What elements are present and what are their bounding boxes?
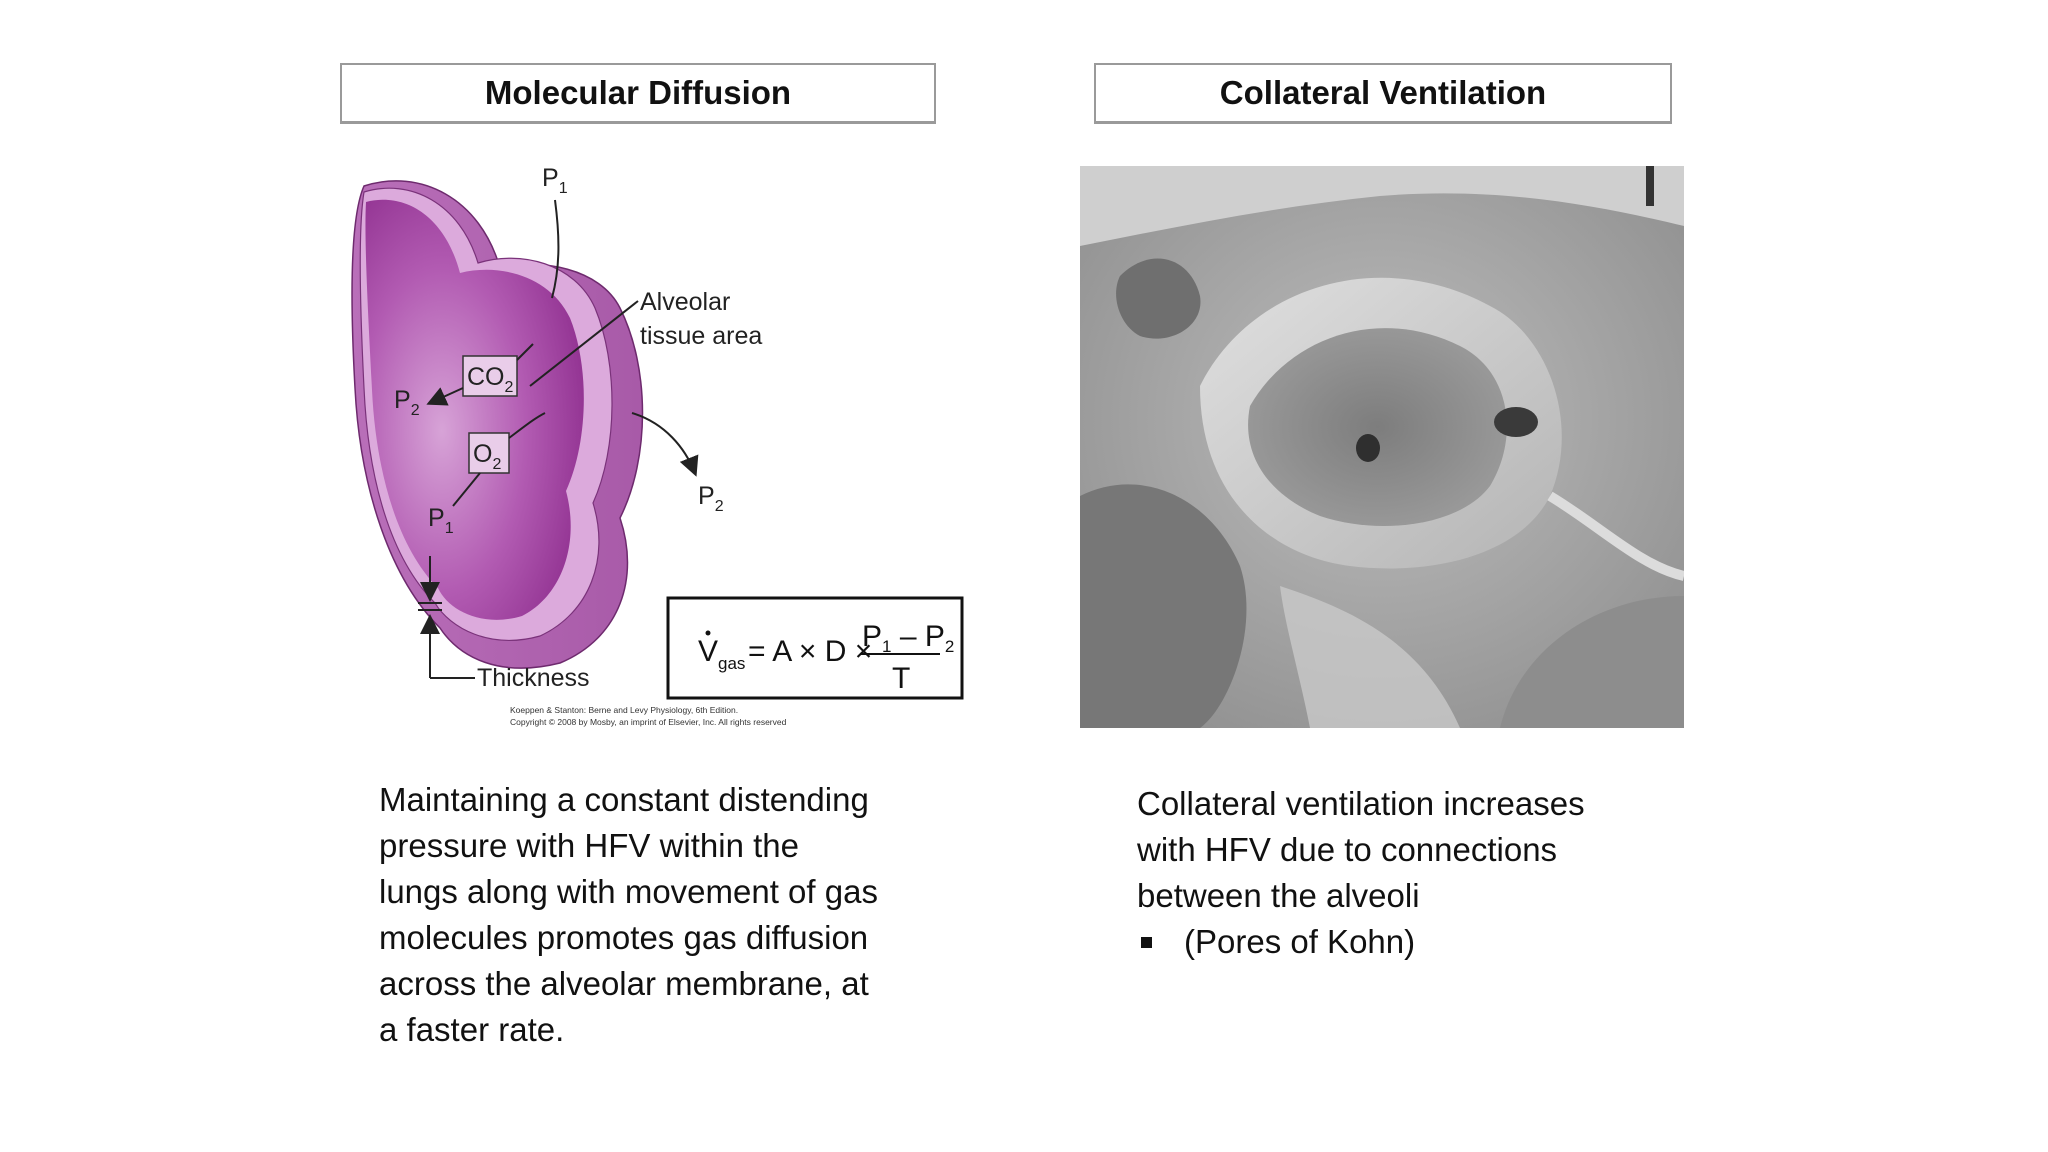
micrograph-strand bbox=[1280, 586, 1460, 728]
thickness-label: Thickness bbox=[477, 664, 590, 692]
micrograph-lower-right-alveolus bbox=[1500, 596, 1684, 728]
left-text-line: lungs along with movement of gas bbox=[379, 873, 878, 910]
formula-box bbox=[666, 596, 964, 700]
right-text-line: Collateral ventilation increases bbox=[1137, 785, 1585, 822]
co2-box bbox=[462, 355, 518, 397]
o2-leader bbox=[508, 412, 546, 439]
o2-box bbox=[468, 432, 510, 474]
alveolar-diffusion-diagram: P1 Alveolar tissue area CO2 P2 O2 P1 P2 … bbox=[350, 158, 970, 738]
micrograph-fiber bbox=[1547, 491, 1684, 581]
p2-right-arrow bbox=[631, 412, 699, 477]
tissue-area-leader bbox=[529, 300, 639, 387]
collateral-ventilation-title-text: Collateral Ventilation bbox=[1219, 74, 1547, 111]
credit-line-1: Koeppen & Stanton: Berne and Levy Physio… bbox=[510, 705, 738, 715]
tissue-area-label-line2: tissue area bbox=[640, 322, 762, 350]
formula-v: Vgas bbox=[698, 635, 745, 673]
molecular-diffusion-title-text: Molecular Diffusion bbox=[484, 74, 792, 111]
co2-leader bbox=[516, 343, 534, 361]
collateral-ventilation-description: Collateral ventilation increases with HF… bbox=[1137, 781, 1677, 965]
pores-of-kohn-bullet: (Pores of Kohn) bbox=[1137, 919, 1677, 965]
co2-label: CO2 bbox=[467, 363, 514, 396]
left-text-line: molecules promotes gas diffusion bbox=[379, 919, 869, 956]
pore-of-kohn-1 bbox=[1356, 434, 1380, 462]
alveolar-lumen bbox=[365, 199, 584, 620]
left-text-line: across the alveolar membrane, at bbox=[379, 965, 869, 1002]
formula-vdot bbox=[705, 630, 711, 636]
co2-arrow bbox=[426, 387, 464, 406]
left-text-line: pressure with HFV within the bbox=[379, 827, 799, 864]
molecular-diffusion-description: Maintaining a constant distending pressu… bbox=[379, 777, 939, 1053]
square-bullet-icon bbox=[1141, 936, 1152, 948]
credit-line-2: Copyright © 2008 by Mosby, an imprint of… bbox=[510, 717, 787, 727]
o2-to-p1-leader bbox=[452, 472, 481, 507]
left-text-line: a faster rate. bbox=[379, 1011, 565, 1048]
formula-denominator: T bbox=[892, 662, 910, 695]
micrograph-small-pore-left bbox=[1116, 258, 1201, 339]
alveoli-micrograph-svg bbox=[1080, 166, 1684, 728]
p1-top-label: P1 bbox=[542, 164, 568, 197]
micrograph-alveolar-cavity bbox=[1248, 328, 1507, 526]
alveolar-diffusion-svg: P1 Alveolar tissue area CO2 P2 O2 P1 P2 … bbox=[351, 164, 964, 727]
formula-numerator: P1 – P2 bbox=[862, 620, 954, 656]
pores-of-kohn-text: (Pores of Kohn) bbox=[1184, 923, 1416, 960]
micrograph-lower-left-alveolus bbox=[1080, 484, 1247, 728]
collateral-ventilation-title: Collateral Ventilation bbox=[1094, 63, 1672, 124]
p2-left-label: P2 bbox=[394, 386, 420, 419]
o2-label: O2 bbox=[473, 440, 501, 473]
p2-right-label: P2 bbox=[698, 482, 724, 515]
alveoli-micrograph bbox=[1080, 166, 1684, 728]
right-text-line: with HFV due to connections bbox=[1137, 831, 1558, 868]
pore-of-kohn-2 bbox=[1494, 407, 1538, 437]
formula-middle: = A × D × bbox=[748, 635, 872, 668]
tissue-area-label-line1: Alveolar bbox=[640, 288, 730, 316]
right-text-line: between the alveoli bbox=[1137, 877, 1420, 914]
p1-bottom-label: P1 bbox=[428, 504, 454, 537]
molecular-diffusion-title: Molecular Diffusion bbox=[340, 63, 936, 124]
micrograph-top-wall bbox=[1080, 166, 1684, 246]
micrograph-edge-mark bbox=[1646, 166, 1654, 206]
p1-top-leader bbox=[551, 199, 560, 299]
left-text-line: Maintaining a constant distending bbox=[379, 781, 869, 818]
